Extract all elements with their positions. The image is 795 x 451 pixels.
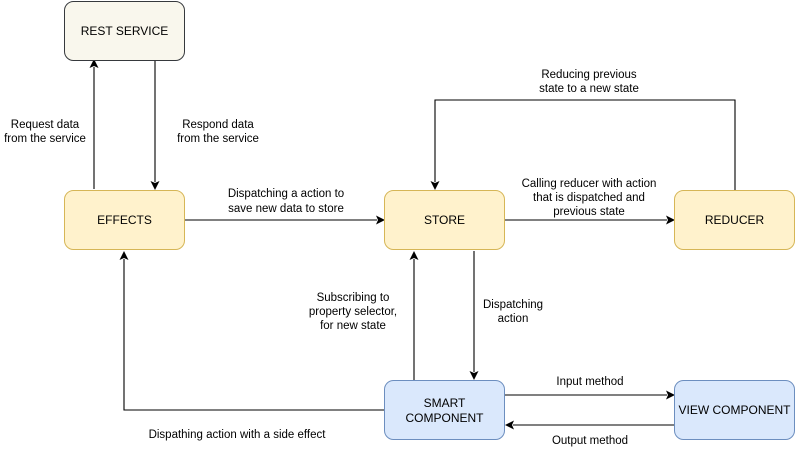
edge-label-reducing-state: Reducing previous state to a new state (539, 69, 639, 95)
edge-label-calling-reducer: Calling reducer with action that is disp… (522, 178, 657, 218)
calling-reducer-line2: that is dispatched and (533, 192, 645, 204)
edge-smart-to-effects (119, 251, 385, 411)
reducing-state-line2: state to a new state (539, 83, 639, 95)
calling-reducer-line3: previous state (553, 206, 625, 218)
dispatching-action-line2: action (498, 313, 529, 325)
dispatching-action-line1: Dispatching (483, 299, 543, 311)
subscribing-line3: for new state (320, 320, 386, 332)
edge-effects-to-store (185, 215, 385, 225)
dispatching-save-line2: save new data to store (228, 203, 344, 215)
smart-component-label-line2: COMPONENT (406, 411, 485, 425)
rest-service-label: REST SERVICE (81, 24, 169, 38)
edge-store-to-reducer (505, 215, 675, 225)
edge-store-to-smart (469, 251, 479, 380)
edge-label-dispatching-action: Dispatching action (483, 299, 543, 325)
edge-rest-to-effects (150, 61, 160, 190)
effects-label: EFFECTS (97, 213, 152, 227)
node-smart-component: SMART COMPONENT (384, 380, 505, 440)
edge-label-output-method: Output method (552, 435, 628, 447)
subscribing-line1: Subscribing to (317, 292, 390, 304)
reducing-state-line1: Reducing previous (541, 69, 637, 81)
node-rest-service: REST SERVICE (64, 1, 185, 61)
edge-label-respond-data: Respond data from the service (177, 119, 259, 145)
edge-label-input-method: Input method (556, 376, 623, 388)
node-store: STORE (384, 190, 505, 250)
edge-smart-to-view (505, 390, 675, 400)
reducer-label: REDUCER (705, 213, 765, 227)
edge-effects-to-rest (89, 59, 99, 189)
edge-label-side-effect: Dispathing action with a side effect (149, 429, 327, 441)
view-component-label: VIEW COMPONENT (678, 403, 791, 417)
edge-view-to-smart (505, 420, 675, 430)
node-effects: EFFECTS (64, 190, 185, 250)
edge-label-request-data: Request data from the service (4, 119, 86, 145)
node-view-component: VIEW COMPONENT (674, 380, 795, 440)
request-data-line1: Request data (11, 119, 80, 131)
edge-label-dispatching-save: Dispatching a action to save new data to… (228, 188, 344, 215)
respond-data-line2: from the service (177, 133, 259, 145)
respond-data-line1: Respond data (182, 119, 254, 131)
request-data-line2: from the service (4, 133, 86, 145)
calling-reducer-line1: Calling reducer with action (522, 178, 657, 190)
edge-reducer-to-store (430, 99, 736, 190)
edge-smart-to-store (409, 251, 419, 380)
node-reducer: REDUCER (674, 190, 795, 250)
smart-component-label-line1: SMART (424, 396, 466, 410)
edge-label-subscribing: Subscribing to property selector, for ne… (309, 292, 397, 332)
store-label: STORE (424, 213, 465, 227)
subscribing-line2: property selector, (309, 306, 397, 318)
dispatching-save-line1: Dispatching a action to (228, 188, 344, 200)
